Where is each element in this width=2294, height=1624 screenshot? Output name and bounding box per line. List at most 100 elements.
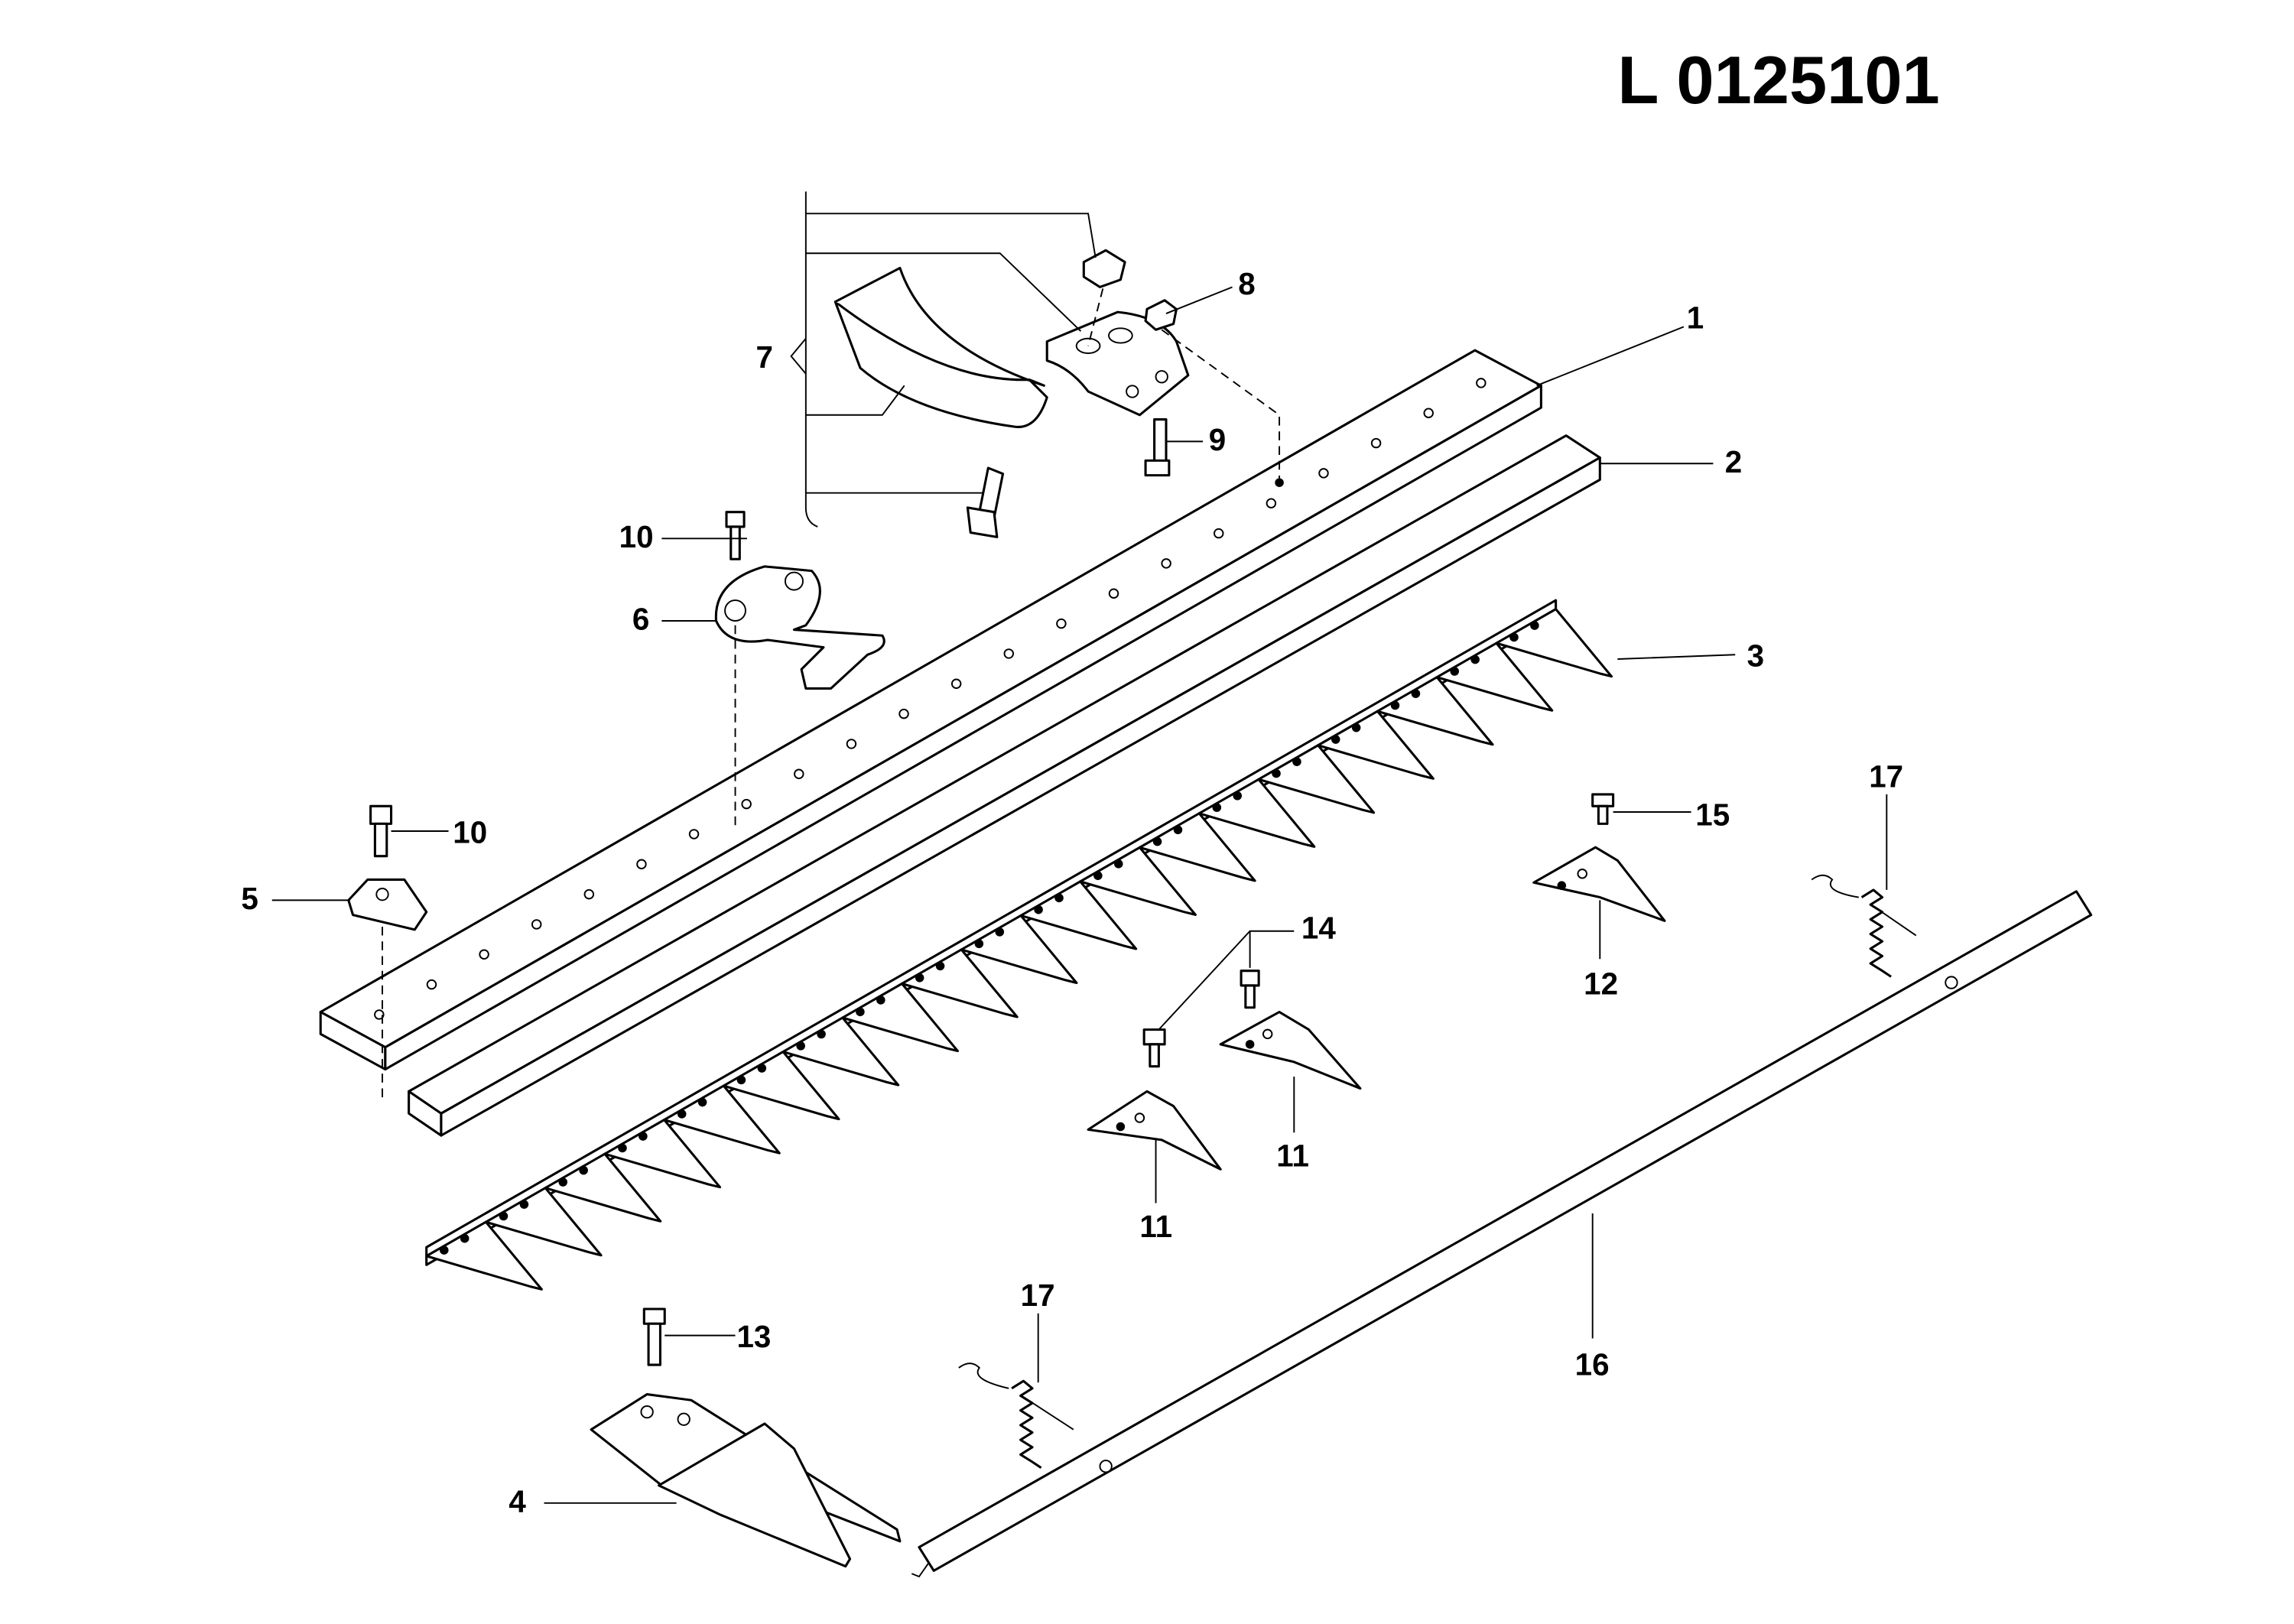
rivet: [1292, 757, 1301, 766]
callout-13: 13: [736, 1319, 771, 1354]
rivet: [915, 973, 924, 983]
callout-9: 9: [1209, 422, 1226, 457]
knife-section: [1317, 710, 1435, 780]
knife-section: [960, 914, 1078, 985]
rivet: [1509, 632, 1519, 642]
knife-section: [1257, 744, 1376, 814]
rivet: [1173, 825, 1183, 835]
callout-10-upper: 10: [619, 519, 654, 554]
callout-11-left: 11: [1139, 1209, 1172, 1244]
bar-hole: [426, 979, 437, 990]
callout-7: 7: [755, 339, 772, 375]
rivet: [1351, 723, 1361, 732]
rivet: [618, 1143, 627, 1153]
leader-lines: [271, 286, 1888, 1504]
part-2-wear-strip: [408, 434, 1601, 1137]
part-5-clip: [347, 878, 428, 1103]
knife-section: [1435, 641, 1554, 712]
knife-section: [544, 1152, 662, 1223]
part-17-spring-lower: [958, 1363, 1074, 1469]
part-11-section-a: [1219, 970, 1362, 1090]
rivet: [677, 1109, 687, 1119]
bar-hole: [1161, 558, 1171, 569]
callout-5: 5: [241, 881, 258, 916]
rivet: [995, 927, 1005, 937]
part-17-spring-upper: [1811, 874, 1917, 978]
bar-hole: [1003, 648, 1015, 659]
part-3-knife-sections: [425, 599, 1613, 1291]
rivet: [1152, 836, 1162, 846]
knife-section: [1019, 880, 1138, 950]
bar-hole: [479, 949, 489, 960]
bar-hole: [1056, 618, 1067, 629]
callout-2: 2: [1725, 444, 1742, 479]
rivet: [1093, 871, 1103, 880]
knife-section: [781, 1016, 900, 1086]
knife-section: [1197, 778, 1316, 848]
knife-section: [603, 1119, 722, 1189]
callout-6: 6: [632, 602, 649, 637]
part-16-angle-rod: [911, 890, 2093, 1578]
knife-section: [901, 948, 1019, 1018]
knife-section: [425, 1220, 543, 1291]
part-4-knife-guard: [590, 1307, 902, 1568]
part-6-hold-down-clip: [714, 565, 885, 832]
callout-15: 15: [1695, 797, 1730, 832]
bar-hole: [1108, 588, 1119, 599]
diagram-title: L 0125101: [1617, 42, 1939, 118]
rivet: [638, 1132, 648, 1141]
knife-section: [1079, 846, 1197, 916]
callout-3: 3: [1747, 638, 1764, 674]
callout-17-left: 17: [1021, 1278, 1055, 1313]
rivet: [1212, 803, 1222, 812]
callout-8: 8: [1238, 266, 1255, 301]
callout-1: 1: [1687, 300, 1704, 335]
rivet: [1450, 667, 1459, 676]
callout-4: 4: [509, 1483, 526, 1518]
rivet: [1054, 893, 1064, 903]
rivet: [876, 996, 885, 1005]
knife-section: [1495, 608, 1613, 678]
rivet: [579, 1165, 588, 1175]
knife-section: [722, 1051, 840, 1121]
rivet: [796, 1041, 805, 1051]
rivet: [1530, 621, 1539, 630]
part-1-cutter-bar: [319, 349, 1542, 1071]
rivet: [817, 1029, 826, 1039]
rivet: [558, 1177, 568, 1187]
part-10-bolt-lower: [369, 804, 393, 858]
bar-hole: [846, 739, 857, 749]
knife-section: [484, 1187, 603, 1257]
rivet: [460, 1233, 470, 1243]
rivet: [736, 1075, 746, 1085]
part-10-bolt-upper: [725, 511, 746, 560]
rivet: [499, 1211, 509, 1221]
callout-12: 12: [1584, 966, 1618, 1001]
callout-10-lower: 10: [453, 814, 487, 849]
rivet: [935, 961, 945, 971]
rivet: [1470, 654, 1480, 664]
bar-hole: [741, 798, 752, 810]
bar-hole: [1318, 468, 1329, 479]
callout-16: 16: [1575, 1347, 1610, 1382]
rivet: [1233, 791, 1242, 801]
callout-17-right: 17: [1869, 758, 1903, 794]
bar-hole: [1476, 378, 1487, 388]
rivet: [1390, 700, 1400, 710]
rivet: [519, 1200, 529, 1209]
callout-14: 14: [1301, 910, 1336, 945]
part-11-section-b: [1087, 1028, 1222, 1171]
rivet: [757, 1064, 767, 1073]
rivet: [1034, 905, 1043, 914]
bar-hole: [374, 1009, 385, 1020]
knife-section: [841, 982, 959, 1053]
bar-hole: [1370, 437, 1382, 449]
bar-hole: [1423, 408, 1434, 418]
rivet: [1113, 859, 1123, 869]
bar-hole: [794, 768, 804, 779]
rivet: [974, 939, 984, 949]
rivet: [1272, 768, 1281, 778]
bar-hole: [636, 859, 647, 870]
bar-hole: [583, 888, 595, 900]
